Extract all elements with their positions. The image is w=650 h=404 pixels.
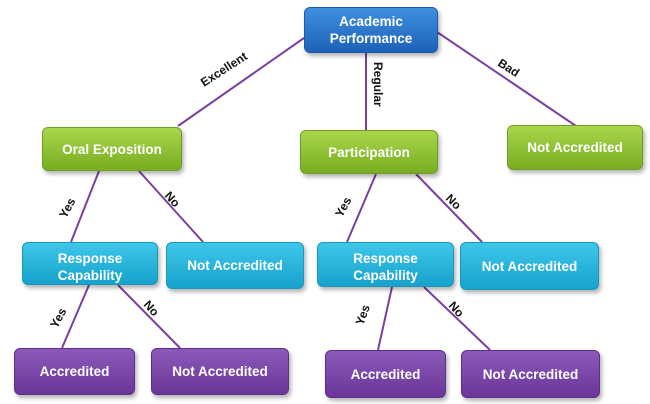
label-oral-no: No <box>162 189 183 210</box>
label-part-yes: Yes <box>332 194 354 219</box>
node-not-accredited-participation: Not Accredited <box>460 242 599 290</box>
label-bad: Bad <box>495 56 522 80</box>
node-response-capability-left: Response Capability <box>22 242 158 285</box>
node-response-capability-right: Response Capability <box>317 242 454 287</box>
node-not-accredited-right: Not Accredited <box>461 350 600 398</box>
edge-resp-right-yes <box>377 286 393 351</box>
label-resp-right-yes: Yes <box>353 302 373 327</box>
edge-part-no <box>415 173 483 243</box>
label-resp-right-no: No <box>446 299 467 320</box>
edge-resp-left-no <box>117 284 181 349</box>
label-part-no: No <box>443 191 464 212</box>
edge-resp-right-no <box>423 286 491 351</box>
edge-oral-yes <box>70 170 100 243</box>
edge-resp-left-yes <box>61 284 90 349</box>
node-accredited-left: Accredited <box>14 348 135 395</box>
node-not-accredited-bad: Not Accredited <box>507 125 643 170</box>
label-resp-left-yes: Yes <box>47 305 69 330</box>
node-oral-exposition: Oral Exposition <box>42 127 182 171</box>
label-oral-yes: Yes <box>56 195 78 220</box>
label-regular: Regular <box>371 62 385 107</box>
label-excellent: Excellent <box>198 49 250 89</box>
node-not-accredited-left: Not Accredited <box>151 348 289 395</box>
node-participation: Participation <box>300 130 438 174</box>
node-academic-performance: Academic Performance <box>304 7 438 53</box>
edge-part-yes <box>346 173 377 243</box>
node-not-accredited-oral: Not Accredited <box>166 242 304 289</box>
edge-root-oral <box>177 37 305 127</box>
label-resp-left-no: No <box>141 298 162 319</box>
edge-root-bad <box>436 31 577 127</box>
edge-oral-no <box>138 170 204 243</box>
node-accredited-right: Accredited <box>325 350 446 398</box>
